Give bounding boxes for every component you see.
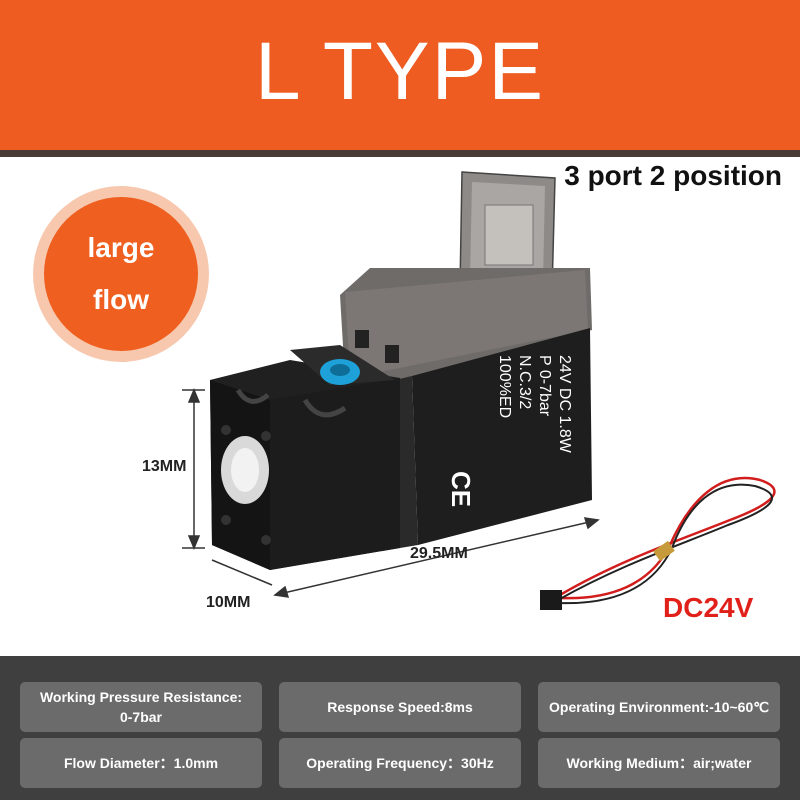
length-dimension: 29.5MM [410,545,468,562]
subtitle: 3 port 2 position [564,160,782,191]
cable-wire [540,476,776,610]
page-title: L TYPE [254,26,546,117]
spec-frequency: Operating Frequency：30Hz [279,738,521,788]
label-line1: 24V DC 1.8W [556,355,573,454]
width-dimension: 10MM [206,594,251,611]
label-line4: 100%ED [496,355,513,418]
header-banner [0,0,800,150]
ce-mark: CE [446,471,476,507]
spec-pressure: Working Pressure Resistance: 0-7bar [20,682,262,732]
spec-response-speed: Response Speed:8ms [279,682,521,732]
badge-text: large flow [87,232,155,315]
spec-medium: Working Medium：air;water [538,738,780,788]
voltage-label: DC24V [663,592,754,623]
valve-base [210,345,400,570]
dimension-lines [182,388,600,598]
header-divider [0,150,800,157]
label-line3: N.C.3/2 [516,355,533,409]
coil-label: 24V DC 1.8W P 0-7bar N.C.3/2 100%ED [496,355,573,454]
large-flow-badge: large flow [44,197,198,351]
height-dimension: 13MM [142,458,187,475]
label-line2: P 0-7bar [536,355,553,417]
connector-housing [340,171,592,380]
coil-body [395,328,592,548]
spec-environment: Operating Environment:-10~60℃ [538,682,780,732]
spec-flow-diameter: Flow Diameter：1.0mm [20,738,262,788]
